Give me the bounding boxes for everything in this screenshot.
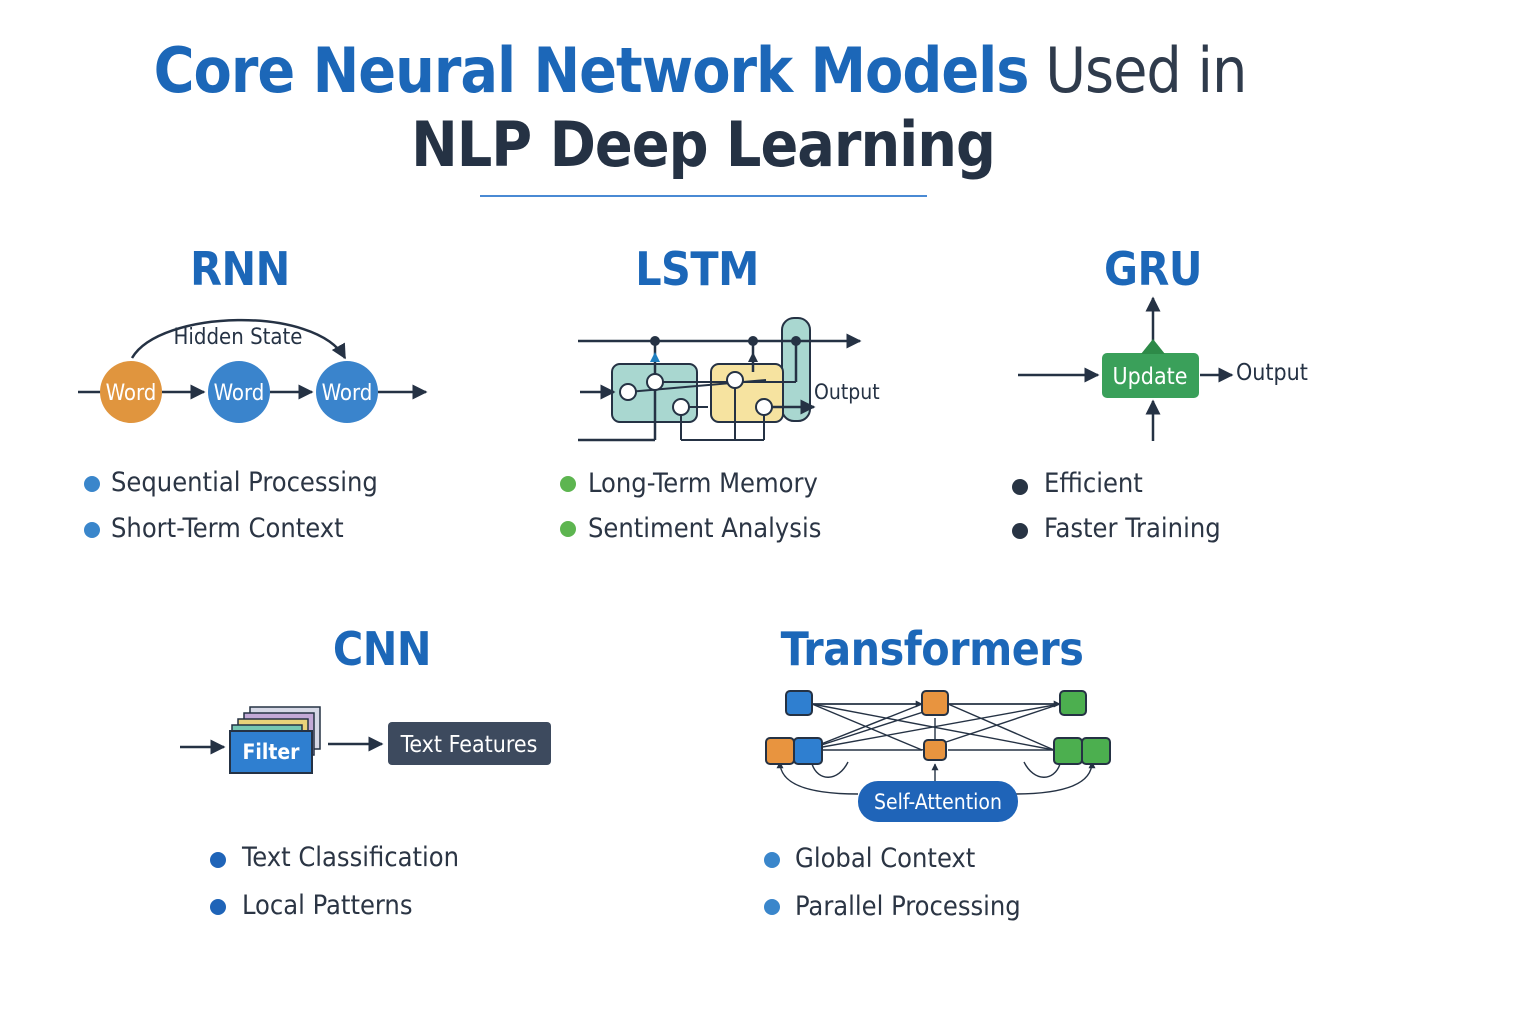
transformers-title: Transformers xyxy=(780,622,1084,676)
lstm-input-gate-box xyxy=(710,363,784,423)
lstm-gate-node-3 xyxy=(672,398,690,416)
rnn-word-label-1: Word xyxy=(106,381,157,406)
cnn-filter-block xyxy=(229,730,313,774)
gru-bullet-2: Faster Training xyxy=(1044,513,1221,544)
cnn-bullet-1: Text Classification xyxy=(242,842,460,873)
rnn-bullet-dot-1 xyxy=(84,476,100,492)
lstm-gate-node-2 xyxy=(646,373,664,391)
token-node-blue-left xyxy=(793,737,823,765)
page-title-accent: Core Neural Network Models xyxy=(153,34,1030,107)
gru-update-gate xyxy=(1102,353,1199,398)
rnn-bullet-dot-2 xyxy=(84,522,100,538)
rnn-title: RNN xyxy=(190,242,290,296)
lstm-diagram: Output xyxy=(578,317,880,442)
gru-diagram: Update Output xyxy=(1018,296,1308,441)
page-title-rest: Used in xyxy=(1028,34,1247,107)
rnn-word-label-3: Word xyxy=(322,381,373,406)
transformers-bullet-2: Parallel Processing xyxy=(795,891,1021,922)
cnn-diagram: Filter Text Features xyxy=(180,706,551,774)
cnn-text-features-label: Text Features xyxy=(400,732,538,758)
cnn-bullet-dot-2 xyxy=(210,899,226,915)
token-node-orange-center xyxy=(923,739,947,761)
rnn-bullet-1: Sequential Processing xyxy=(111,467,378,498)
gru-bullet-1: Efficient xyxy=(1044,468,1143,499)
gru-bullet-dot-2 xyxy=(1012,523,1028,539)
rnn-word-node-2 xyxy=(208,361,270,423)
page-title-line2: NLP Deep Learning xyxy=(411,108,996,181)
transformers-bullet-dot-2 xyxy=(764,899,780,915)
transformers-bullet-dot-1 xyxy=(764,852,780,868)
lstm-junction-3 xyxy=(791,336,801,346)
gru-update-gate-peak xyxy=(1141,339,1165,354)
lstm-output-label: Output xyxy=(814,380,880,404)
transformers-diagram: Self-Attention xyxy=(765,690,1111,822)
lstm-gate-node-1 xyxy=(619,383,637,401)
hidden-state-loop-arrow xyxy=(130,318,347,360)
token-node-orange-top xyxy=(921,690,949,716)
lstm-up-marker-2 xyxy=(748,352,758,362)
lstm-junction-2 xyxy=(748,336,758,346)
token-node-green-right-1 xyxy=(1053,737,1083,765)
token-node-green-top xyxy=(1059,690,1087,716)
rnn-word-label-2: Word xyxy=(214,381,265,406)
rnn-word-node-3 xyxy=(316,361,378,423)
lstm-junction-1 xyxy=(650,336,660,346)
cnn-text-features-box xyxy=(388,722,551,765)
title-divider xyxy=(480,195,927,197)
lstm-bullet-2: Sentiment Analysis xyxy=(588,513,822,544)
page-title-line1: Core Neural Network Models Used in xyxy=(0,34,1400,108)
token-node-green-right-2 xyxy=(1081,737,1111,765)
hidden-state-label: Hidden State xyxy=(174,325,303,350)
lstm-up-marker-1 xyxy=(650,352,660,362)
gru-title: GRU xyxy=(1104,242,1202,296)
cnn-bullet-2: Local Patterns xyxy=(242,890,413,921)
token-node-orange-left xyxy=(765,737,795,765)
lstm-bullet-1: Long-Term Memory xyxy=(588,468,818,499)
transformers-bullet-1: Global Context xyxy=(795,843,976,874)
gru-bullet-dot-1 xyxy=(1012,479,1028,495)
lstm-bullet-dot-1 xyxy=(560,476,576,492)
cnn-bullet-dot-1 xyxy=(210,852,226,868)
gru-update-label: Update xyxy=(1113,364,1188,390)
lstm-bullet-dot-2 xyxy=(560,521,576,537)
token-node-blue-top xyxy=(785,690,813,716)
lstm-gate-node-5 xyxy=(755,398,773,416)
rnn-bullet-2: Short-Term Context xyxy=(111,513,344,544)
cnn-filter-label: Filter xyxy=(242,740,300,764)
rnn-diagram: Hidden State Word Word Word xyxy=(78,318,428,423)
gru-output-label: Output xyxy=(1236,360,1308,386)
lstm-gate-node-4 xyxy=(726,371,744,389)
cnn-title: CNN xyxy=(332,622,432,676)
rnn-word-node-1 xyxy=(100,361,162,423)
self-attention-label: Self-Attention xyxy=(874,790,1002,814)
self-attention-pill xyxy=(858,781,1018,822)
lstm-title: LSTM xyxy=(635,242,759,296)
